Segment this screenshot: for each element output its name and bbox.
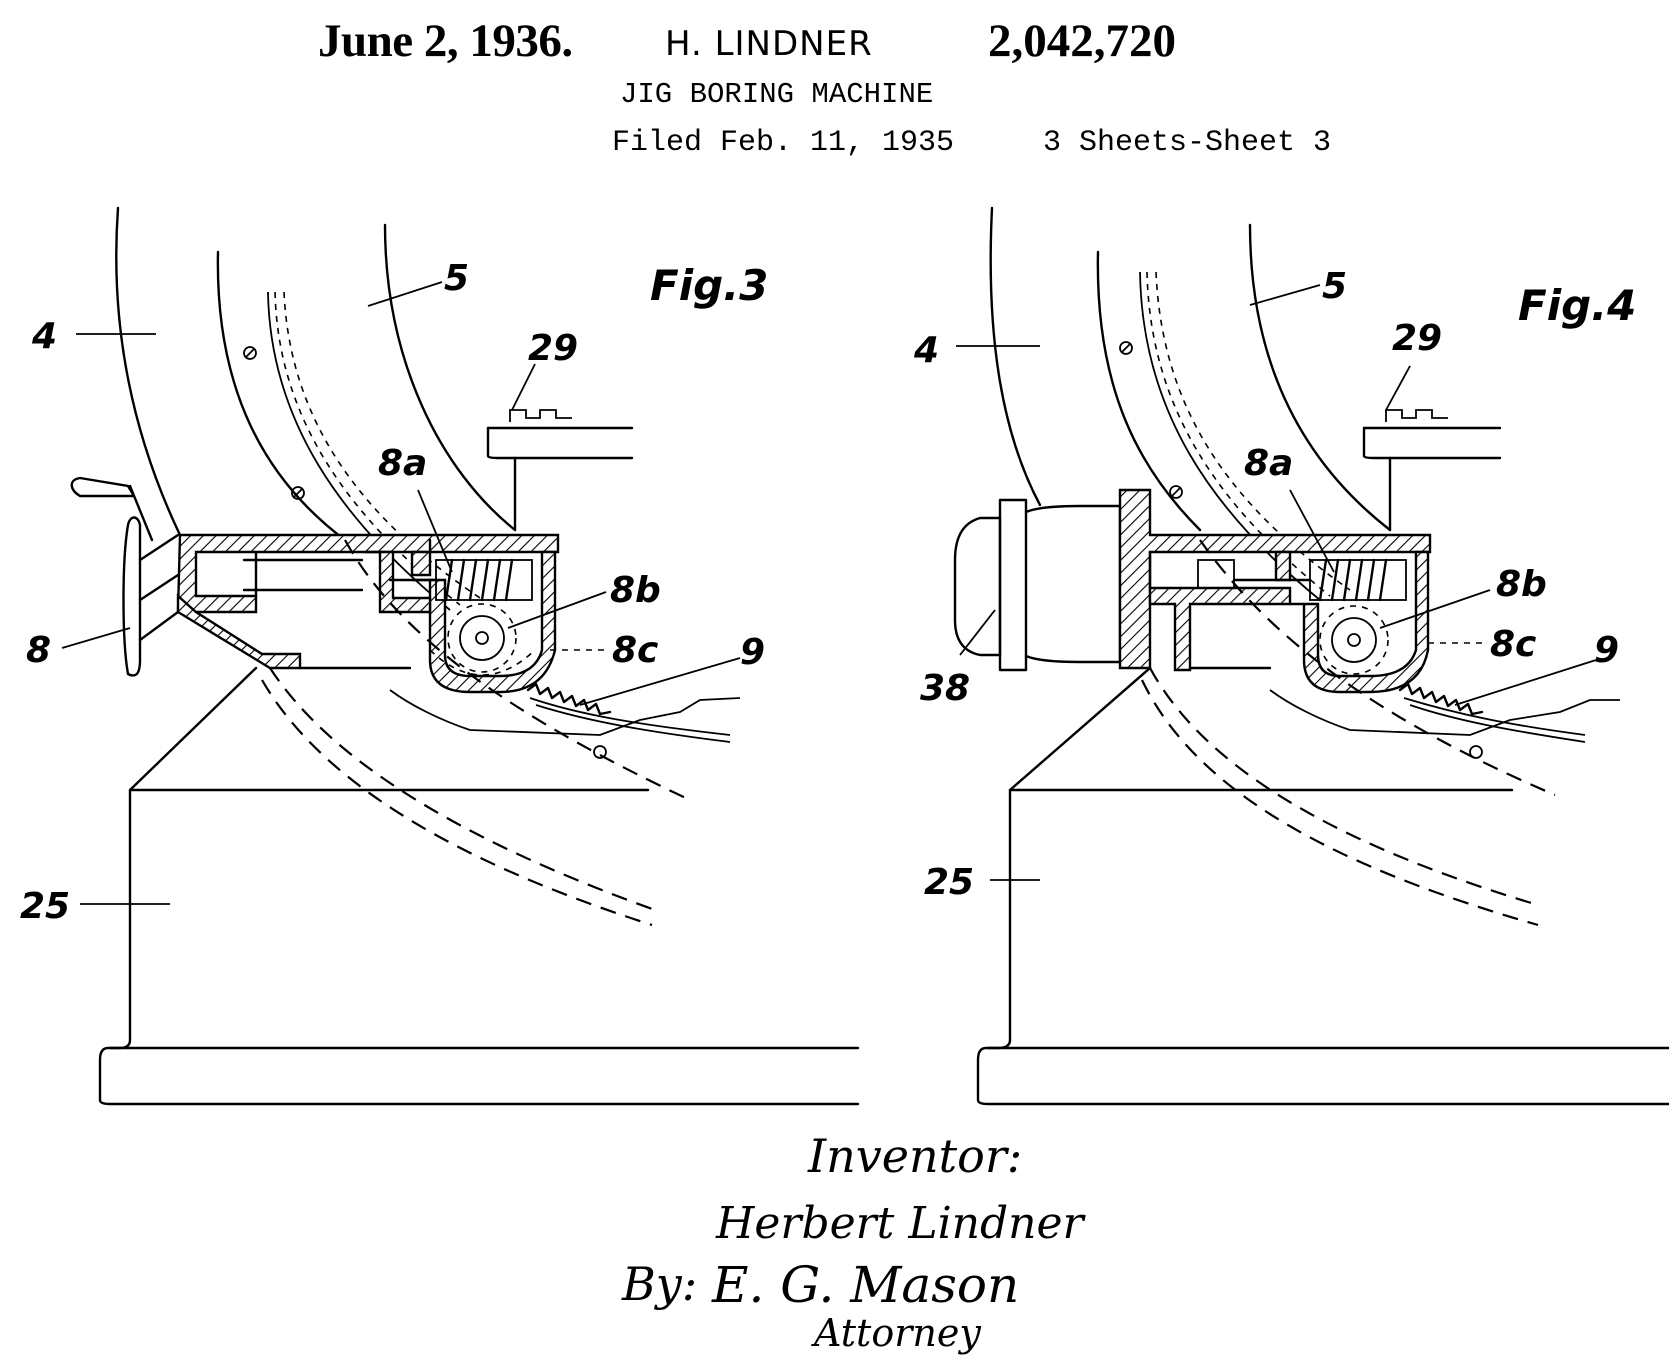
column-outer-arc	[115, 206, 182, 537]
screw	[243, 346, 257, 360]
rack-9	[526, 682, 612, 716]
ref-29: 29	[1392, 318, 1442, 359]
pinion-gear	[447, 603, 517, 673]
table-arc	[383, 223, 517, 532]
figure-3: Fig.3 4 5 29 8a 8b 8c 8 9 25	[20, 206, 860, 1106]
inventor-heading: Inventor:	[807, 1129, 1022, 1183]
patent-title: JIG BORING MACHINE	[620, 78, 934, 111]
ref-8: 8	[26, 630, 51, 671]
ring-arc	[267, 291, 451, 611]
handwheel-8[interactable]	[70, 476, 180, 677]
ref-4: 4	[913, 330, 939, 371]
motor-38[interactable]	[953, 498, 1122, 672]
ref-25: 25	[20, 886, 70, 927]
figure-4-label: Fig.4	[1518, 281, 1636, 330]
sheet-count: 3 Sheets-Sheet 3	[1043, 126, 1332, 160]
table-29	[486, 409, 634, 532]
screw	[291, 486, 305, 500]
ref-8a: 8a	[378, 443, 427, 484]
figure-4: Fig.4 4 5 29 8a 8b 8c 38 9 25	[913, 206, 1669, 1106]
column-inner-arc	[1096, 250, 1202, 532]
ref-8c: 8c	[612, 630, 658, 671]
inventor-name-header: H. LINDNER	[665, 24, 873, 64]
gear-housing	[1118, 488, 1432, 694]
patent-date: June 2, 1936.	[318, 15, 573, 67]
ref-9: 9	[1594, 630, 1619, 671]
column-outer-arc	[989, 206, 1042, 507]
by-label: By:	[621, 1257, 697, 1311]
ref-8c: 8c	[1490, 624, 1536, 665]
ref-8b: 8b	[610, 570, 661, 611]
signature-block: Inventor: Herbert Lindner By: E. G. Maso…	[621, 1129, 1087, 1355]
inventor-signature: Herbert Lindner	[715, 1198, 1087, 1249]
gear-housing	[176, 533, 560, 694]
ring-arc-dashed	[283, 291, 481, 599]
ref-9: 9	[740, 632, 765, 673]
figure-3-label: Fig.3	[650, 261, 768, 310]
base-25	[976, 666, 1669, 1106]
ref-38: 38	[920, 668, 970, 709]
ref-25: 25	[924, 862, 974, 903]
ref-8a: 8a	[1244, 443, 1293, 484]
ref-5: 5	[444, 258, 469, 299]
ref-4: 4	[31, 316, 57, 357]
filed-date: Filed Feb. 11, 1935	[612, 126, 955, 160]
patent-number: 2,042,720	[988, 15, 1176, 67]
rack-9	[1398, 682, 1484, 716]
attorney-title: Attorney	[811, 1311, 981, 1355]
base-25	[98, 666, 860, 1106]
dashed-arc	[344, 539, 691, 801]
column-inner-arc	[216, 250, 347, 542]
ref-5: 5	[1322, 266, 1347, 307]
ref-8b: 8b	[1496, 564, 1547, 605]
attorney-signature: E. G. Mason	[711, 1256, 1019, 1314]
ring-arc-dashed	[274, 291, 461, 606]
ref-29: 29	[528, 328, 578, 369]
table-29	[1362, 409, 1502, 532]
